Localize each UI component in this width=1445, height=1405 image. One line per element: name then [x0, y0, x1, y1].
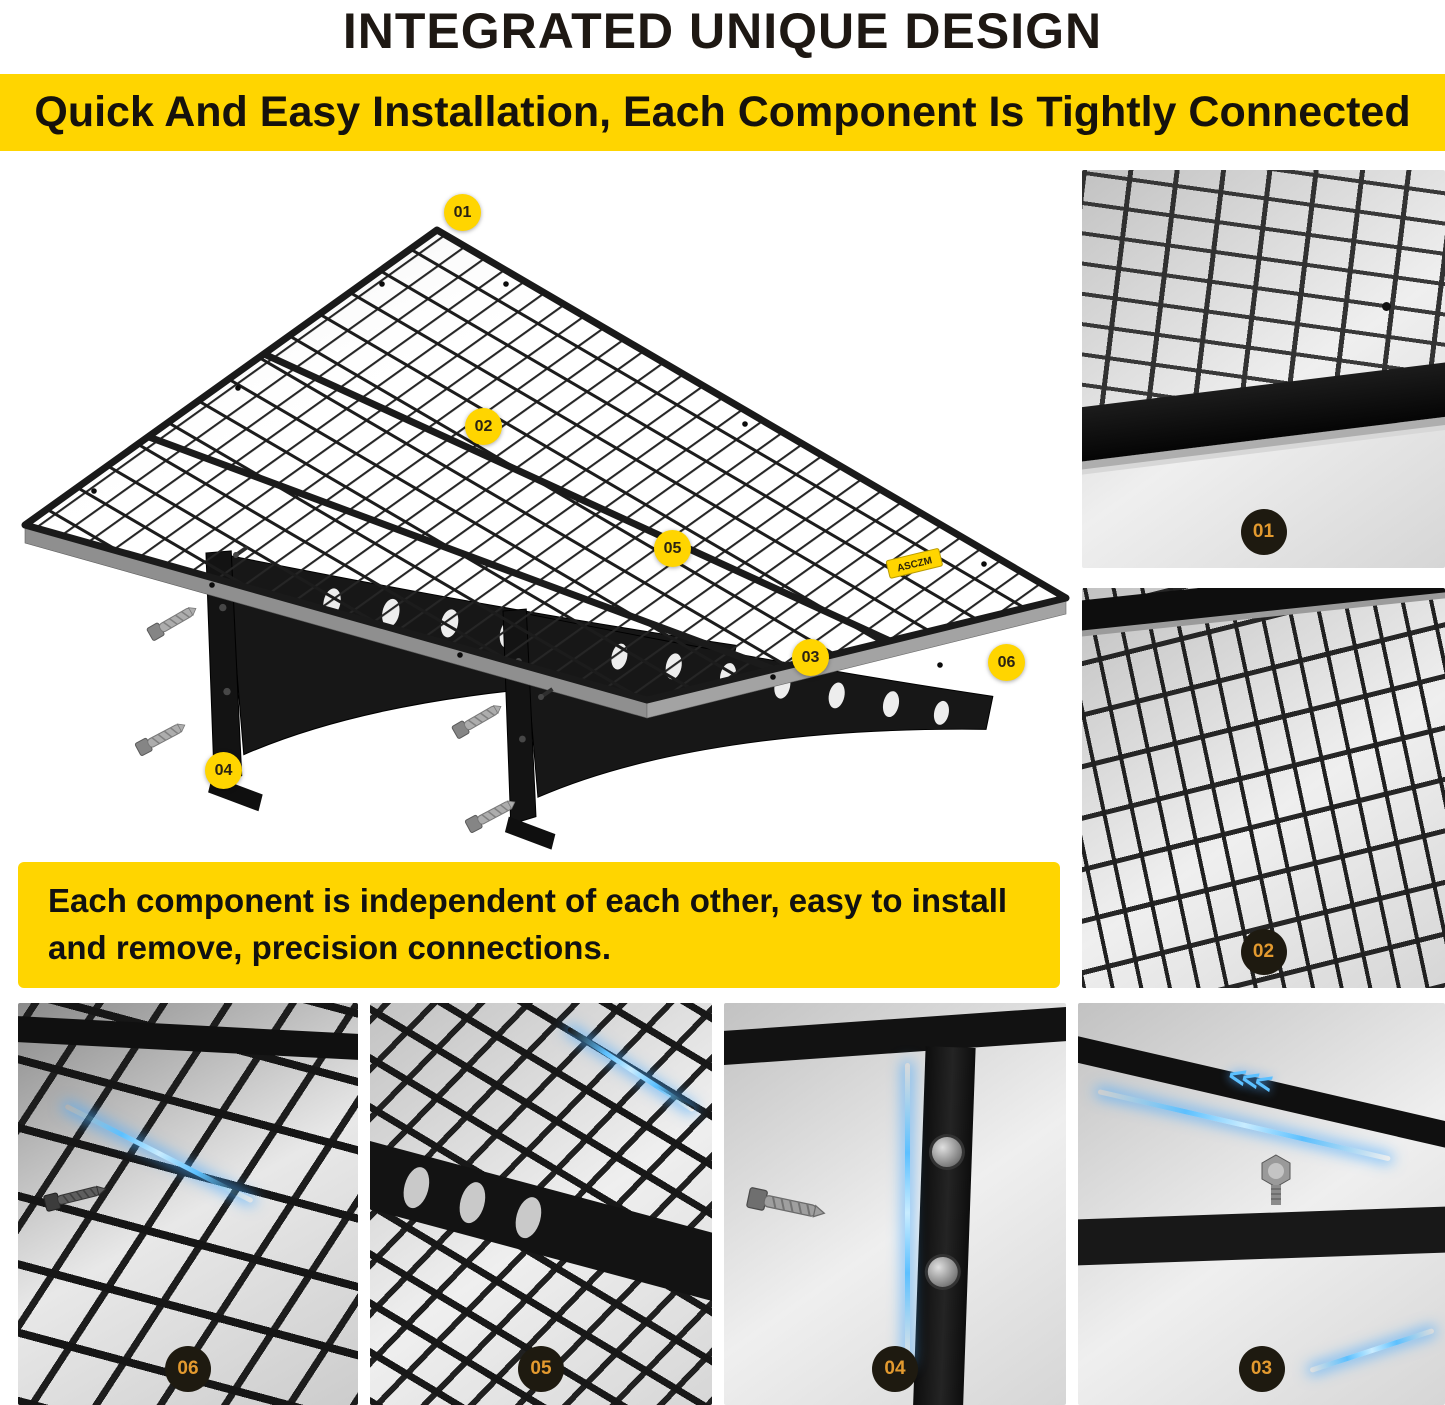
- mesh-texture: [18, 1003, 358, 1405]
- bracket-hole: [511, 1194, 546, 1241]
- screw-icon: [133, 718, 189, 757]
- frame-bar: [724, 1006, 1066, 1066]
- callout-badge-04: 04: [205, 752, 242, 789]
- bolt-icon: [1256, 1153, 1296, 1214]
- screw-icon: [145, 601, 201, 642]
- panel-number-badge: 04: [872, 1346, 918, 1392]
- panel-number-badge: 05: [518, 1346, 564, 1392]
- mesh-texture: [1082, 588, 1445, 988]
- panel-number-badge: 01: [1240, 509, 1287, 555]
- bracket-hole: [455, 1179, 490, 1226]
- banner-headline: Quick And Easy Installation, Each Compon…: [0, 74, 1445, 151]
- panel-number-badge: 06: [165, 1346, 211, 1392]
- frame-hole: [1382, 302, 1391, 311]
- bracket-plate: [912, 1046, 976, 1405]
- detail-photo-06: 06: [18, 1003, 358, 1405]
- support-crossbar: [262, 350, 892, 645]
- callout-badge-06: 06: [988, 644, 1025, 681]
- callout-badge-03: 03: [792, 639, 829, 676]
- deck-bolt-icon: [233, 545, 249, 558]
- shelf-diagram: ASCZM 01 02 03 04 05 06: [0, 165, 1075, 870]
- detail-photo-03: <<< 03: [1078, 1003, 1445, 1405]
- screw-icon: [450, 699, 506, 740]
- bracket-hole: [399, 1164, 434, 1211]
- note-box: Each component is independent of each ot…: [18, 862, 1060, 988]
- bolt-icon: [931, 1136, 963, 1168]
- deck-bolt-icon: [538, 687, 554, 700]
- support-crossbar: [147, 433, 775, 673]
- frame-holes: [91, 281, 987, 680]
- screw-icon: [743, 1181, 832, 1236]
- detail-photo-04: 04: [724, 1003, 1066, 1405]
- page-title: INTEGRATED UNIQUE DESIGN: [342, 3, 1103, 59]
- detail-photo-01: 01: [1082, 170, 1445, 568]
- callout-badge-01: 01: [444, 194, 481, 231]
- callout-badge-02: 02: [465, 408, 502, 445]
- detail-photo-05: 05: [370, 1003, 712, 1405]
- wire-shelf-illustration: ASCZM: [21, 226, 1070, 851]
- panel-number-badge: 03: [1238, 1346, 1285, 1392]
- blue-highlight: [904, 1063, 910, 1363]
- screw-icon: [41, 1175, 113, 1221]
- frame-outline: [21, 226, 1070, 704]
- brand-tag: ASCZM: [885, 548, 943, 579]
- callout-badge-05: 05: [654, 530, 691, 567]
- frame-bar: [1078, 1206, 1445, 1266]
- panel-number-badge: 02: [1240, 929, 1287, 975]
- detail-photo-02: 02: [1082, 588, 1445, 988]
- bolt-icon: [927, 1256, 959, 1288]
- blue-highlight: [1309, 1328, 1435, 1373]
- note-text: Each component is independent of each ot…: [48, 882, 1008, 966]
